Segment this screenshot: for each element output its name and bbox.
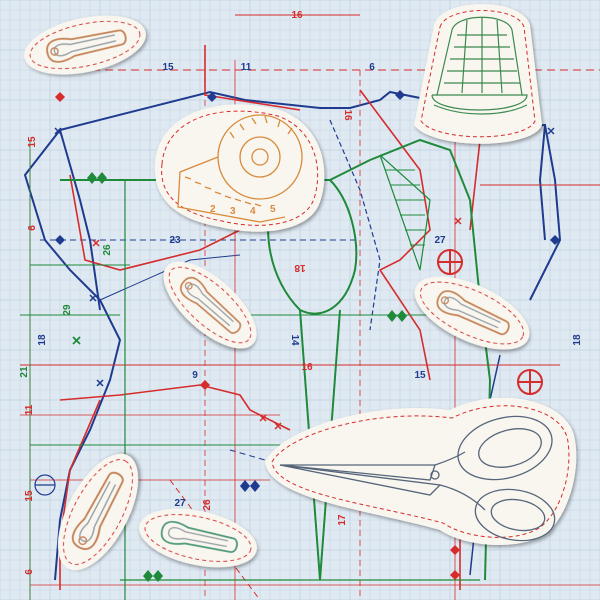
measure-h-15-low: 15 xyxy=(414,370,426,381)
tape-digit-2: 2 xyxy=(210,204,216,215)
thimble-icon xyxy=(431,16,528,115)
blue-pattern-lines xyxy=(23,90,562,581)
measure-left-15: 15 xyxy=(27,136,38,148)
measure-left-6: 6 xyxy=(27,225,38,231)
measure-v-17: 17 xyxy=(337,514,348,526)
safety-pin-sticker-bottom-center xyxy=(139,508,257,568)
measure-top-16: 16 xyxy=(291,10,303,21)
measure-left-18: 18 xyxy=(37,334,48,346)
safety-pin-sticker-top-left xyxy=(24,15,146,75)
scissors-sticker xyxy=(265,397,577,545)
measuring-tape-sticker: 2 3 4 5 xyxy=(154,104,325,232)
pattern-markers xyxy=(34,90,560,582)
measure-right-18: 18 xyxy=(572,334,583,346)
measurement-labels: 16 15 11 6 15 6 26 23 18 16 27 29 18 14 … xyxy=(19,10,583,575)
measure-h-23: 23 xyxy=(169,235,181,246)
measure-v-26-low: 26 xyxy=(202,499,213,511)
measure-v-14: 14 xyxy=(289,334,300,346)
safety-pin-sticker-middle-left xyxy=(163,261,257,349)
measure-v-16-mid: 16 xyxy=(342,109,353,121)
tape-digit-4: 4 xyxy=(250,206,256,217)
measure-top-15: 15 xyxy=(162,62,174,73)
measure-h-16-low: 16 xyxy=(301,362,313,373)
measure-v-29: 29 xyxy=(62,304,73,316)
measure-left-6-low: 6 xyxy=(24,569,35,575)
measure-h-27-right: 27 xyxy=(434,235,446,246)
measuring-tape-icon xyxy=(177,114,303,223)
measure-h-27-low: 27 xyxy=(174,498,186,509)
measure-top-6: 6 xyxy=(369,62,375,73)
measure-left-11: 11 xyxy=(24,404,35,415)
measure-top-11: 11 xyxy=(241,62,252,73)
measure-left-15-low: 15 xyxy=(24,490,35,502)
safety-pin-sticker-bottom-left xyxy=(57,453,139,571)
tape-digit-5: 5 xyxy=(270,204,276,215)
thimble-sticker xyxy=(414,4,542,144)
measure-h-9: 9 xyxy=(192,370,198,381)
measure-left-21: 21 xyxy=(19,366,30,378)
safety-pin-icon xyxy=(160,520,238,553)
tape-digit-3: 3 xyxy=(230,206,236,217)
safety-pin-sticker-right xyxy=(414,276,530,350)
measure-v-26-left: 26 xyxy=(102,244,113,256)
measure-h-18-mid: 18 xyxy=(294,262,306,273)
scissors-icon xyxy=(279,415,556,542)
